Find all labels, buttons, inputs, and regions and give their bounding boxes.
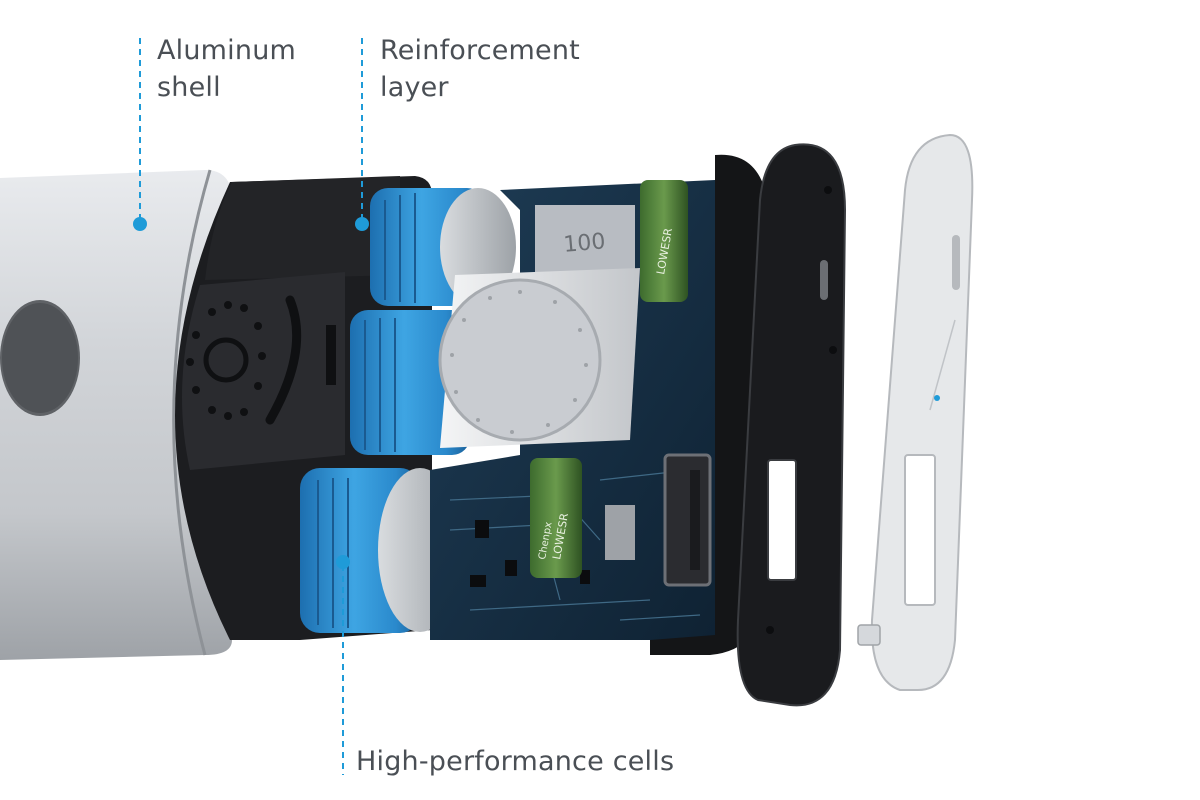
label-aluminum-shell-line2: shell [157, 72, 221, 103]
vent-rect [326, 325, 336, 385]
frame-top-band [205, 176, 400, 280]
label-aluminum-shell: Aluminum shell [157, 32, 296, 106]
vent-slot [265, 295, 302, 425]
label-high-performance-cells: High-performance cells [356, 743, 674, 780]
capacitor-bottom: Chenpx LOWESR [530, 458, 582, 578]
label-reinforcement-line1: Reinforcement [380, 35, 580, 66]
usb-port [663, 453, 712, 587]
ic-chip: 100 [535, 205, 635, 280]
callout-lines [139, 38, 363, 775]
pcb-components [470, 520, 590, 587]
capacitor-top: LOWESR [640, 180, 688, 302]
label-reinforcement-line2: layer [380, 72, 449, 103]
callout-dot-aluminum [133, 217, 147, 231]
frame-end-cap [650, 154, 770, 656]
vent-center [203, 337, 249, 383]
gasket-plate [736, 143, 847, 707]
cell-ridges [317, 193, 416, 628]
aluminum-shell [0, 170, 232, 660]
label-cells-text: High-performance cells [356, 746, 675, 777]
heat-sink-plate [438, 268, 640, 448]
end-cap-plate [857, 133, 974, 691]
callout-dot-cells [336, 555, 350, 569]
chip-marking: 100 [562, 229, 606, 258]
shell-button-face [2, 303, 78, 413]
callout-dot-reinforcement [355, 217, 369, 231]
frame-speaker-panel [182, 272, 345, 470]
vent-holes [186, 301, 266, 420]
label-aluminum-shell-line1: Aluminum [157, 35, 297, 66]
shell-edge [172, 169, 212, 656]
micro-usb-port [605, 505, 635, 560]
label-reinforcement-layer: Reinforcement layer [380, 32, 580, 106]
